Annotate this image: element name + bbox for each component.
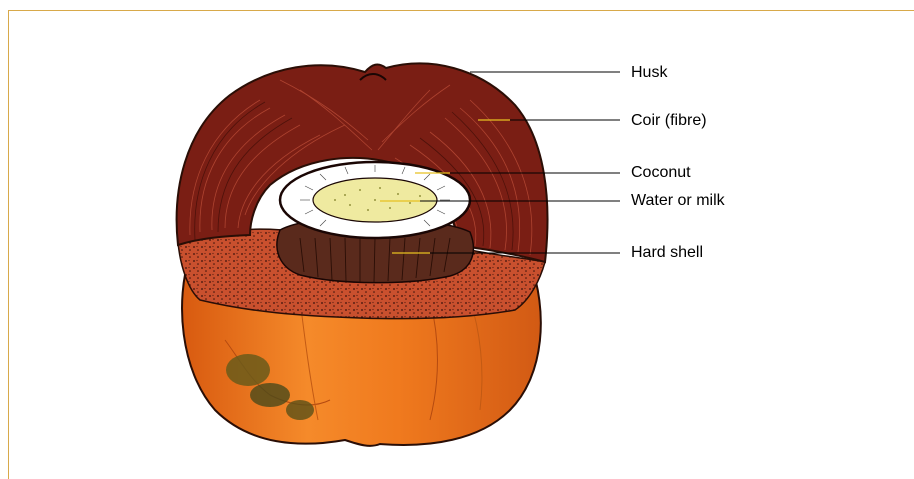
husk-label: Husk: [631, 64, 667, 82]
coconut-label: Coconut: [631, 164, 691, 182]
hard-shell-label: Hard shell: [631, 244, 703, 262]
water-label: Water or milk: [631, 192, 725, 210]
coir-label: Coir (fibre): [631, 112, 707, 130]
